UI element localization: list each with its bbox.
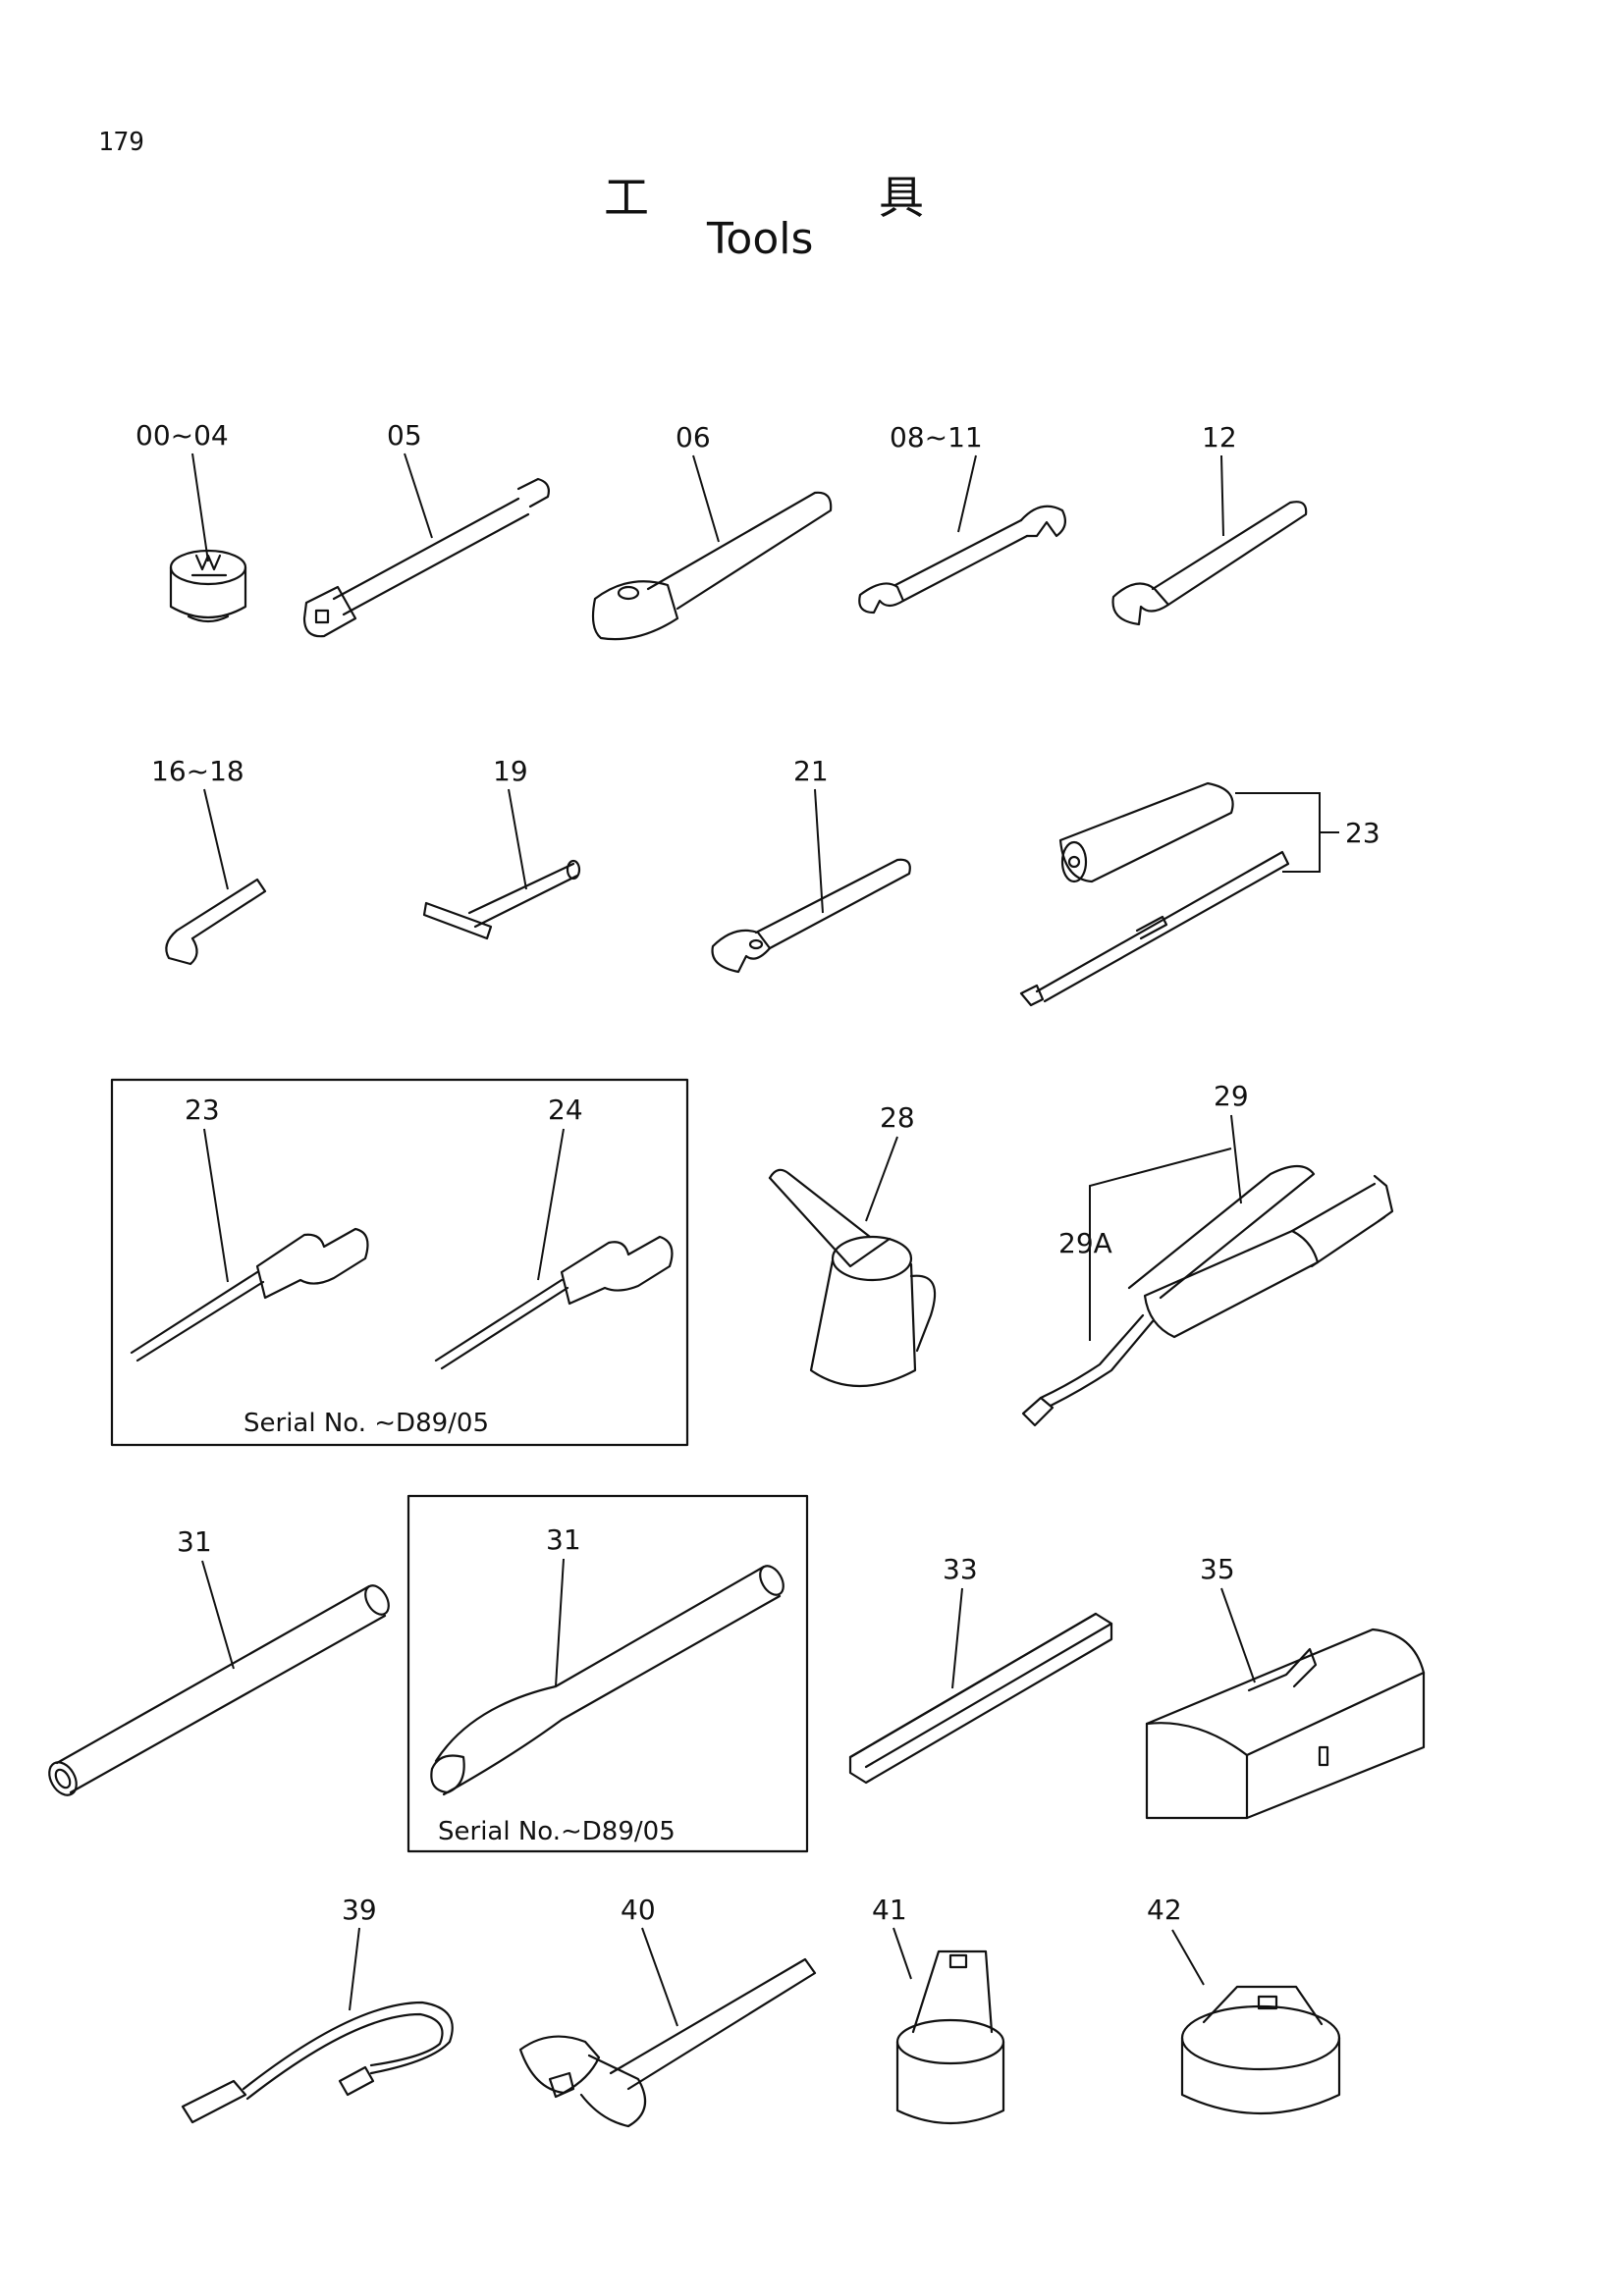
extension-bar-drawing: 05	[302, 419, 550, 638]
grease-gun-drawing: 29 29A	[1021, 1080, 1394, 1427]
callout-29: 29	[1214, 1080, 1249, 1112]
callout-29a: 29A	[1058, 1227, 1112, 1259]
callout-33: 33	[943, 1553, 978, 1585]
title-jp-right: 具	[879, 171, 924, 224]
page-number: 179	[98, 128, 144, 157]
screwdriver-set-drawing: 23	[1019, 781, 1380, 1007]
open-end-wrench-drawing: 12	[1111, 421, 1308, 626]
callout-24: 24	[548, 1094, 583, 1126]
title-jp-left: 工	[604, 171, 649, 224]
callout-39: 39	[342, 1894, 377, 1926]
hammer-drawing: 40	[518, 1894, 817, 2128]
callout-31-left: 31	[177, 1525, 212, 1558]
callout-40: 40	[621, 1894, 656, 1926]
serial-box-screwdrivers: 23 24 Serial No. ∼D89/05	[110, 1078, 689, 1447]
callout-21: 21	[793, 755, 829, 787]
grease-hose-drawing: 39	[181, 1894, 454, 2124]
callout-16-18: 16~18	[151, 755, 244, 787]
page-title: Tools	[707, 214, 814, 264]
socket-drawing: 00~04	[135, 419, 247, 623]
filter-wrench-tall-drawing: 41	[872, 1894, 1005, 2124]
callout-41: 41	[872, 1894, 907, 1926]
callout-05: 05	[387, 419, 422, 452]
callout-35: 35	[1200, 1553, 1235, 1585]
tool-box-drawing: 35	[1145, 1553, 1426, 1820]
callout-19: 19	[493, 755, 528, 787]
oil-jug-drawing: 28	[768, 1101, 937, 1387]
callout-12: 12	[1202, 421, 1237, 454]
callout-42: 42	[1147, 1894, 1182, 1926]
callout-23-box: 23	[185, 1094, 220, 1126]
ratchet-handle-drawing: 06	[591, 421, 833, 641]
t-handle-wrench-drawing: 19	[422, 755, 581, 940]
callout-00-04: 00~04	[135, 419, 229, 452]
callout-08-11: 08~11	[890, 421, 983, 454]
filter-wrench-wide-drawing: 42	[1147, 1894, 1341, 2115]
serial-box-pipe: 31 Serial No.∼D89/05	[406, 1494, 809, 1853]
pipe-extension-drawing: 31	[48, 1525, 390, 1796]
callout-31-box: 31	[546, 1523, 581, 1556]
double-end-wrench-drawing: 08~11	[858, 421, 1067, 614]
callout-23-top: 23	[1345, 817, 1380, 849]
callout-06: 06	[676, 421, 711, 454]
hex-key-drawing: 16~18	[151, 755, 267, 966]
serial-note-2: Serial No.∼D89/05	[438, 1817, 676, 1846]
hex-bar-drawing: 33	[848, 1553, 1113, 1785]
callout-28: 28	[880, 1101, 915, 1134]
adjustable-wrench-drawing: 21	[711, 755, 911, 974]
serial-note-1: Serial No. ∼D89/05	[243, 1409, 489, 1438]
